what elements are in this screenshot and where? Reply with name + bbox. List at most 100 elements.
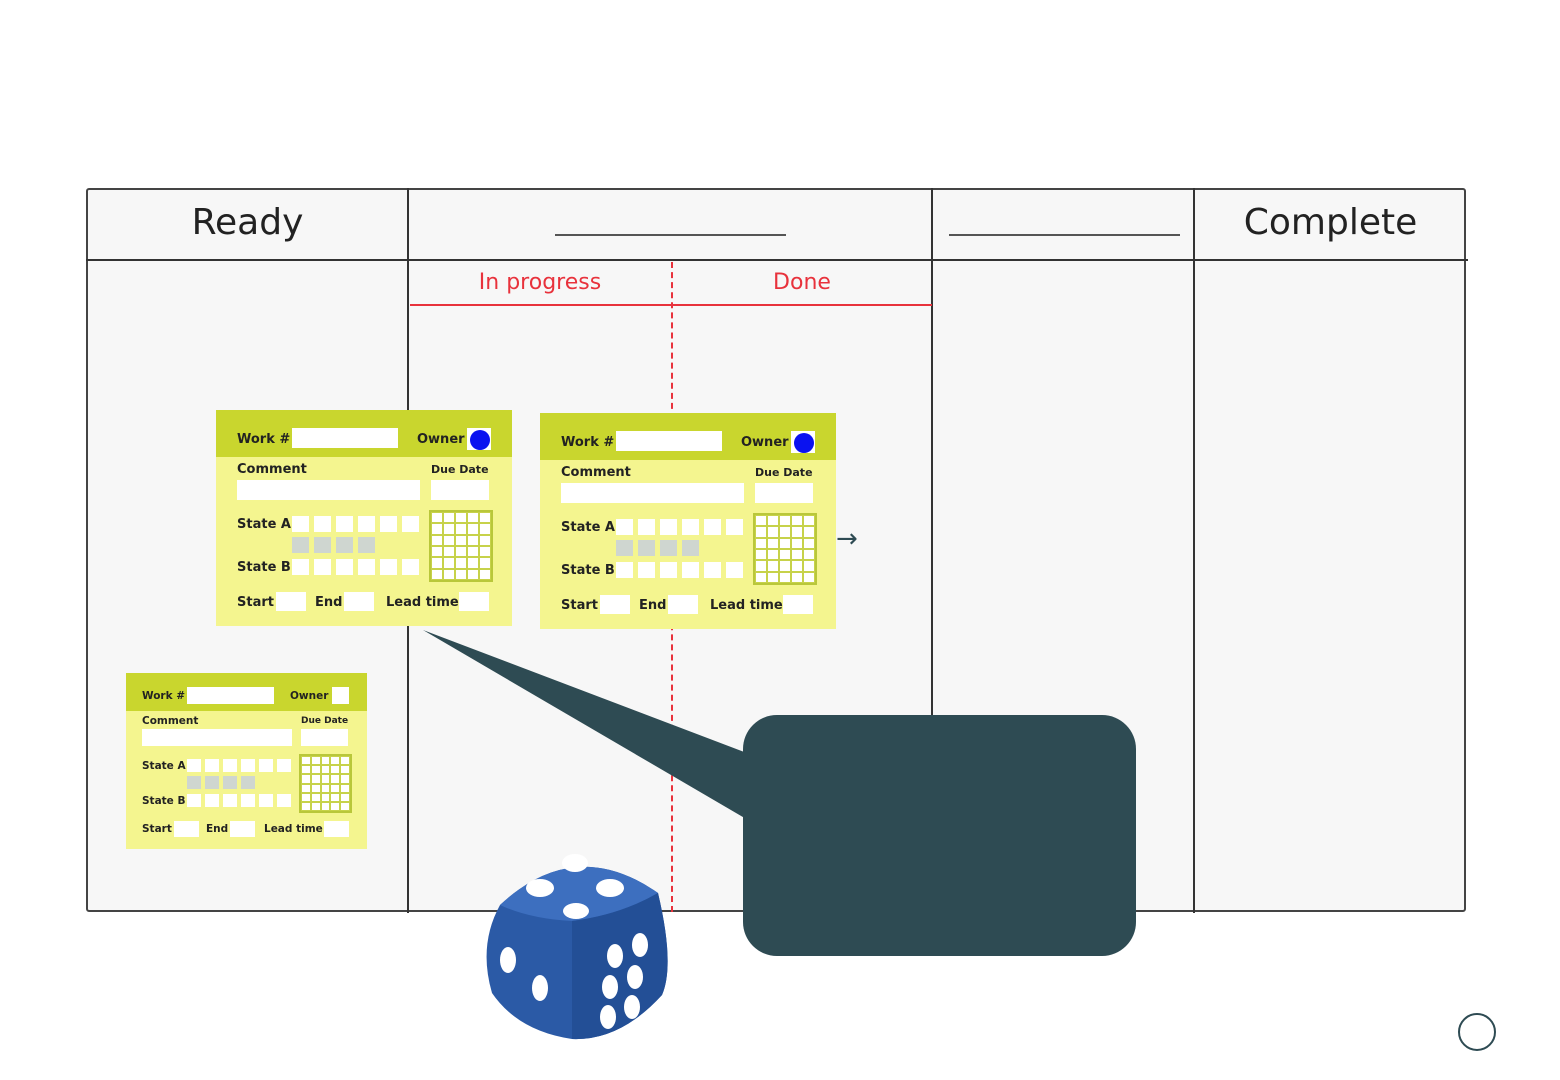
state-a-cell[interactable] — [336, 516, 353, 532]
comment-label: Comment — [142, 715, 199, 727]
due-date-field[interactable] — [431, 480, 489, 500]
due-date-label: Due Date — [431, 463, 489, 476]
sub-column-in-progress: In progress — [478, 270, 602, 295]
state-a-cell[interactable] — [241, 759, 255, 772]
state-a-cell[interactable] — [358, 516, 375, 532]
state-b-cell[interactable] — [660, 562, 677, 578]
dice-pip — [500, 947, 516, 973]
state-a-label: State A — [561, 520, 615, 535]
state-a-cell[interactable] — [277, 759, 291, 772]
arrow-right-icon: → — [836, 524, 858, 554]
state-b-cell[interactable] — [402, 559, 419, 575]
state-marker — [314, 537, 331, 553]
state-marker — [205, 776, 219, 789]
work-number-field[interactable] — [616, 431, 722, 451]
state-a-cell[interactable] — [402, 516, 419, 532]
end-field[interactable] — [344, 592, 374, 611]
state-b-cell[interactable] — [187, 794, 201, 807]
sub-column-done: Done — [773, 270, 831, 295]
state-b-cell[interactable] — [380, 559, 397, 575]
due-date-field[interactable] — [301, 729, 348, 746]
lead-time-label: Lead time — [710, 598, 783, 613]
start-label: Start — [561, 598, 598, 613]
state-a-cell[interactable] — [187, 759, 201, 772]
work-card[interactable]: Work # Owner Comment Due Date State A St… — [540, 413, 836, 629]
tracking-grid[interactable] — [753, 513, 817, 585]
lead-time-field[interactable] — [783, 595, 813, 614]
state-b-cell[interactable] — [205, 794, 219, 807]
column-divider — [1193, 188, 1195, 913]
lead-time-field[interactable] — [459, 592, 489, 611]
state-a-cell[interactable] — [223, 759, 237, 772]
work-card[interactable]: Work # Owner Comment Due Date State A St… — [216, 410, 512, 626]
state-a-cell[interactable] — [380, 516, 397, 532]
column-title-complete: Complete — [1243, 202, 1418, 243]
state-a-cell[interactable] — [292, 516, 309, 532]
state-a-cell[interactable] — [314, 516, 331, 532]
work-number-field[interactable] — [187, 687, 274, 704]
column-title-ready: Ready — [191, 202, 304, 243]
work-number-field[interactable] — [292, 428, 398, 448]
dice-pip — [607, 944, 623, 968]
start-field[interactable] — [600, 595, 630, 614]
state-a-cell[interactable] — [660, 519, 677, 535]
comment-field[interactable] — [142, 729, 292, 746]
state-a-cell[interactable] — [682, 519, 699, 535]
work-card[interactable]: Work # Owner Comment Due Date State A St… — [126, 673, 367, 849]
end-field[interactable] — [230, 821, 255, 837]
owner-field[interactable] — [332, 687, 349, 704]
state-b-cell[interactable] — [292, 559, 309, 575]
tracking-grid[interactable] — [299, 754, 352, 813]
lead-time-field[interactable] — [324, 821, 349, 837]
dice-pip — [532, 975, 548, 1001]
header-divider — [86, 259, 1468, 261]
dice-pip — [632, 933, 648, 957]
comment-field[interactable] — [561, 483, 744, 503]
dice-pip — [563, 903, 589, 919]
start-field[interactable] — [276, 592, 306, 611]
comment-label: Comment — [237, 462, 307, 477]
state-b-label: State B — [142, 795, 186, 807]
dice-pip — [602, 975, 618, 999]
start-field[interactable] — [174, 821, 199, 837]
start-label: Start — [142, 823, 172, 835]
end-label: End — [206, 823, 229, 835]
dice-right-face — [572, 893, 668, 1040]
comment-field[interactable] — [237, 480, 420, 500]
column-title-blank-line — [555, 234, 786, 236]
state-b-cell[interactable] — [277, 794, 291, 807]
state-marker — [187, 776, 201, 789]
state-a-cell[interactable] — [704, 519, 721, 535]
state-a-cell[interactable] — [726, 519, 743, 535]
state-b-cell[interactable] — [223, 794, 237, 807]
circle-icon[interactable] — [1458, 1013, 1496, 1051]
state-a-cell[interactable] — [205, 759, 219, 772]
lead-time-label: Lead time — [386, 595, 459, 610]
state-b-cell[interactable] — [241, 794, 255, 807]
tracking-grid[interactable] — [429, 510, 493, 582]
state-b-cell[interactable] — [358, 559, 375, 575]
state-b-cell[interactable] — [704, 562, 721, 578]
state-b-cell[interactable] — [259, 794, 273, 807]
state-b-cell[interactable] — [638, 562, 655, 578]
state-marker — [241, 776, 255, 789]
dice-pip — [562, 854, 588, 872]
state-b-cell[interactable] — [314, 559, 331, 575]
state-marker — [682, 540, 699, 556]
dice-pip — [624, 995, 640, 1019]
due-date-field[interactable] — [755, 483, 813, 503]
state-b-cell[interactable] — [726, 562, 743, 578]
dice-pip — [596, 879, 624, 897]
end-field[interactable] — [668, 595, 698, 614]
state-a-cell[interactable] — [616, 519, 633, 535]
state-a-cell[interactable] — [259, 759, 273, 772]
work-number-label: Work # — [142, 690, 186, 702]
state-marker — [638, 540, 655, 556]
state-b-cell[interactable] — [682, 562, 699, 578]
work-number-label: Work # — [237, 432, 291, 447]
state-b-label: State B — [237, 560, 291, 575]
start-label: Start — [237, 595, 274, 610]
state-b-cell[interactable] — [336, 559, 353, 575]
state-b-cell[interactable] — [616, 562, 633, 578]
state-a-cell[interactable] — [638, 519, 655, 535]
